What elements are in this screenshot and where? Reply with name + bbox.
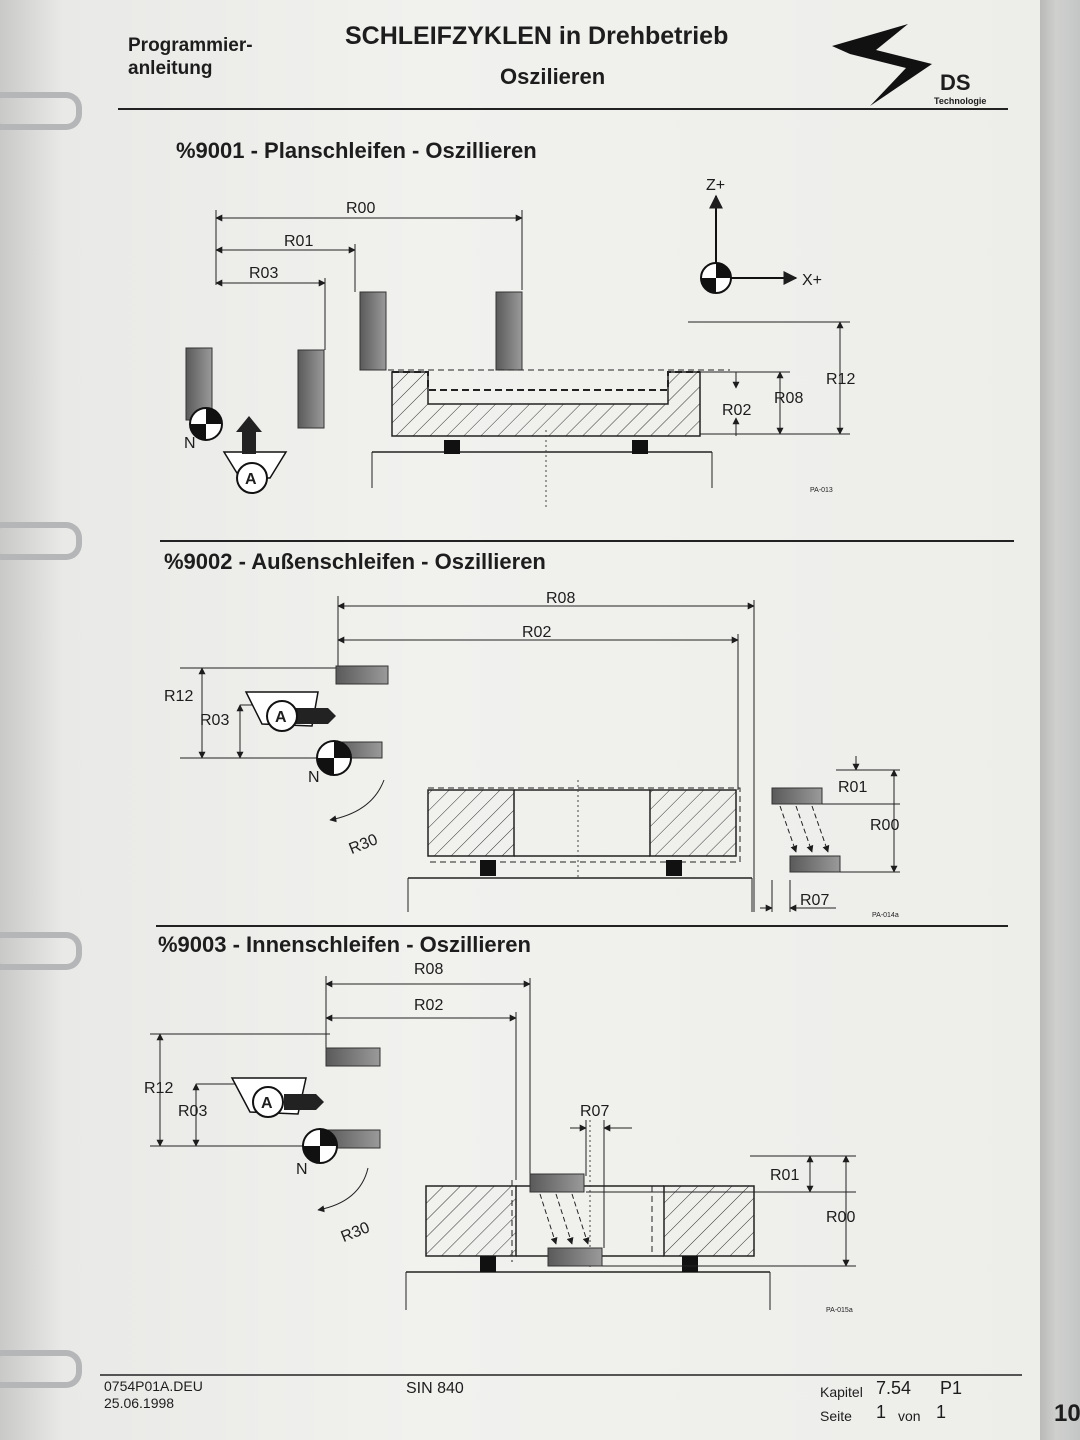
label-r30: R30 (347, 831, 381, 858)
label-r12: R12 (164, 688, 193, 705)
drawing-code: PA-013 (810, 487, 833, 494)
axis-arrow-icon (700, 194, 798, 294)
page-title: SCHLEIFZYKLEN in Drehbetrieb (345, 22, 729, 50)
grinding-wheel-icon: A (222, 416, 288, 494)
header-left-line2: anleitung (128, 58, 213, 79)
binder-ring-icon (0, 92, 82, 130)
footer-kapitel-label: Kapitel (820, 1384, 863, 1400)
label-r08: R08 (774, 390, 803, 407)
header-left-line1: Programmier- (128, 35, 253, 56)
footer-seite-value: 1 (876, 1402, 887, 1422)
grinding-wheel-icon: A (244, 691, 336, 732)
header-left: Programmier- anleitung (128, 34, 253, 80)
label-r02: R02 (522, 624, 551, 641)
workpiece (663, 1185, 755, 1257)
label-r08: R08 (546, 590, 575, 607)
svg-text:A: A (261, 1095, 273, 1112)
ds-logo-icon (832, 24, 932, 106)
edge-page-tab: 10 (1054, 1400, 1080, 1427)
label-r03: R03 (178, 1103, 207, 1120)
footer-product: SIN 840 (406, 1380, 464, 1397)
document-page: Programmier- anleitung SCHLEIFZYKLEN in … (0, 0, 1048, 1440)
label-n: N (296, 1161, 308, 1178)
label-r02: R02 (414, 997, 443, 1014)
footer-date: 25.06.1998 (104, 1395, 175, 1411)
drawing-code: PA-014a (872, 912, 899, 919)
label-r00: R00 (870, 817, 899, 834)
label-r00: R00 (346, 200, 375, 217)
svg-text:A: A (245, 471, 257, 488)
section-divider (160, 540, 1014, 542)
binder-ring-icon (0, 522, 82, 560)
header-divider (118, 108, 1008, 110)
center-mark-icon (189, 407, 223, 441)
footer-seite-label: Seite (820, 1408, 852, 1424)
label-z-plus: Z+ (706, 177, 725, 194)
label-r08: R08 (414, 961, 443, 978)
section-title-9001: %9001 - Planschleifen - Oszillieren (176, 138, 537, 163)
grinding-tool (547, 1247, 603, 1267)
grinding-tool (325, 1047, 381, 1067)
label-r12: R12 (826, 371, 855, 388)
figure-9001: R00 R01 R03 N A (184, 177, 855, 510)
binder-edge: 10 (1040, 0, 1080, 1440)
footer-von-value: 1 (936, 1402, 947, 1422)
workpiece (649, 789, 737, 857)
figure-9002: R08 R02 R12 R03 A N R3 (164, 590, 900, 919)
grinding-tool (335, 665, 389, 685)
footer-kapitel-value: 7.54 (876, 1378, 912, 1398)
label-r07: R07 (580, 1103, 609, 1120)
label-r01: R01 (284, 233, 313, 250)
center-mark-icon (316, 740, 352, 776)
label-x-plus: X+ (802, 272, 822, 289)
label-r02: R02 (722, 402, 751, 419)
section-title-9002: %9002 - Außenschleifen - Oszillieren (164, 549, 546, 574)
svg-text:A: A (275, 709, 287, 726)
logo-text: DS (940, 70, 971, 95)
label-r30: R30 (339, 1219, 373, 1246)
label-r12: R12 (144, 1080, 173, 1097)
label-r01: R01 (838, 779, 867, 796)
grinding-tool (297, 349, 325, 429)
binder-ring-icon (0, 932, 82, 970)
label-r07: R07 (800, 892, 829, 909)
center-mark-icon (302, 1128, 338, 1164)
footer-part: P1 (940, 1378, 963, 1398)
technical-drawings: R00 R01 R03 N A (100, 177, 1022, 1376)
label-n: N (308, 769, 320, 786)
logo-subtext: Technologie (934, 96, 987, 106)
grinding-wheel-icon: A (230, 1077, 324, 1118)
grinding-tool (495, 291, 523, 371)
binder-ring-icon (0, 1350, 82, 1388)
workpiece (427, 789, 515, 857)
label-n: N (184, 435, 196, 452)
drawing-code: PA-015a (826, 1307, 853, 1314)
grinding-tool (771, 787, 823, 805)
figure-9003: R08 R02 R12 R03 A N R3 (144, 961, 856, 1314)
grinding-tool (359, 291, 387, 371)
section-divider (156, 925, 1008, 927)
footer-von-label: von (898, 1408, 921, 1424)
section-title-9003: %9003 - Innenschleifen - Oszillieren (158, 932, 531, 957)
label-r00: R00 (826, 1209, 855, 1226)
label-r01: R01 (770, 1167, 799, 1184)
grinding-tool (529, 1173, 585, 1193)
label-r03: R03 (249, 265, 278, 282)
workpiece (391, 371, 701, 437)
footer-file: 0754P01A.DEU (104, 1378, 203, 1394)
footer-file-info: 0754P01A.DEU 25.06.1998 (104, 1378, 203, 1412)
grinding-tool (789, 855, 841, 873)
page-subtitle: Oszilieren (500, 64, 606, 89)
label-r03: R03 (200, 712, 229, 729)
workpiece (425, 1185, 517, 1257)
